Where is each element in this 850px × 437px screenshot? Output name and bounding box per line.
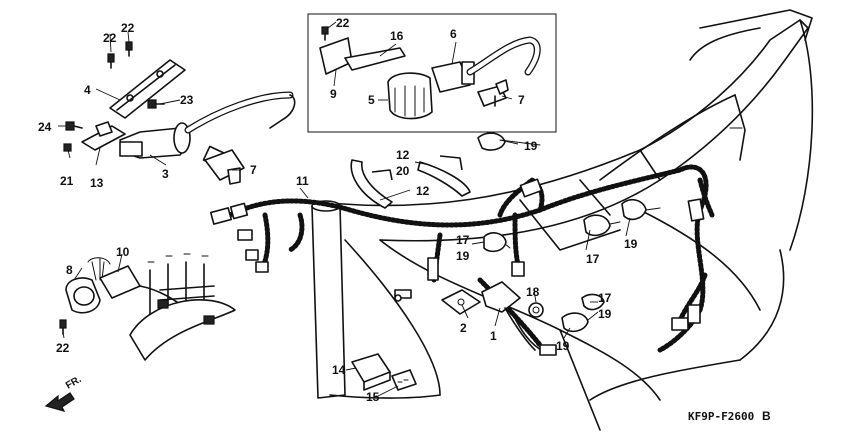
callout-6: 6 bbox=[450, 27, 457, 41]
callout-19: 19 bbox=[456, 249, 470, 263]
band-part-5 bbox=[387, 72, 433, 120]
front-direction-arrow: FR. bbox=[44, 374, 84, 412]
frame bbox=[299, 9, 814, 431]
callout-22: 22 bbox=[121, 21, 135, 35]
callout-16: 16 bbox=[390, 29, 404, 43]
callout-22: 22 bbox=[56, 341, 70, 355]
direction-label: FR. bbox=[64, 374, 84, 392]
cover-plate-part-2 bbox=[441, 289, 481, 315]
plug-cap-part-7 bbox=[204, 149, 245, 185]
callout-13: 13 bbox=[90, 176, 104, 190]
callout-2: 2 bbox=[460, 321, 467, 335]
callout-15: 15 bbox=[366, 390, 380, 404]
callout-19: 19 bbox=[524, 139, 538, 153]
callout-17: 17 bbox=[598, 291, 612, 305]
callout-4: 4 bbox=[84, 83, 91, 97]
callout-22: 22 bbox=[336, 16, 350, 30]
callout-1: 1 bbox=[490, 329, 497, 343]
callout-18: 18 bbox=[526, 285, 540, 299]
ignition-switch-part-8 bbox=[65, 257, 111, 314]
main-wire-harness bbox=[227, 164, 715, 353]
diagram-code-block: KF9P-F2600 B bbox=[688, 409, 771, 423]
plug-cap-part-7-inset bbox=[477, 79, 509, 107]
bolt-23 bbox=[147, 99, 165, 109]
ignition-coil-part-6 bbox=[431, 36, 541, 93]
callout-11: 11 bbox=[296, 174, 309, 188]
callout-20: 20 bbox=[396, 164, 410, 178]
bolt-22-inset bbox=[321, 26, 329, 41]
callout-7: 7 bbox=[250, 163, 257, 177]
callout-19: 19 bbox=[598, 307, 612, 321]
bolts bbox=[59, 26, 329, 335]
regulator-part-1 bbox=[481, 281, 557, 356]
callout-7: 7 bbox=[518, 93, 525, 107]
callout-19: 19 bbox=[624, 237, 638, 251]
bolt-24 bbox=[65, 121, 83, 131]
diagram-code: KF9P-F2600 bbox=[688, 410, 754, 423]
wire-bands bbox=[350, 155, 471, 209]
connector-part-15 bbox=[391, 369, 417, 391]
relay-part-14 bbox=[351, 353, 391, 391]
callout-8: 8 bbox=[66, 263, 73, 277]
callout-17: 17 bbox=[586, 252, 600, 266]
handlebar-clamp-area bbox=[129, 253, 236, 361]
harness-connectors bbox=[209, 178, 705, 331]
harness-clamps bbox=[477, 132, 661, 333]
revision-letter: B bbox=[762, 409, 771, 423]
callout-14: 14 bbox=[332, 363, 346, 377]
callout-10: 10 bbox=[116, 245, 130, 259]
callout-24: 24 bbox=[38, 120, 52, 134]
callout-19: 19 bbox=[556, 339, 570, 353]
bracket-part-13 bbox=[81, 121, 126, 151]
coil-bracket-part-4 bbox=[109, 59, 186, 119]
bolt-22-top bbox=[125, 41, 133, 57]
callout-12: 12 bbox=[396, 148, 410, 162]
inset-box bbox=[307, 13, 557, 133]
leader-lines bbox=[58, 21, 631, 397]
callout-numbers: 22 22 4 23 24 21 13 3 7 22 16 6 9 5 7 19… bbox=[38, 16, 638, 404]
bolt-22-top-left bbox=[107, 53, 115, 69]
callout-3: 3 bbox=[162, 167, 169, 181]
callout-5: 5 bbox=[368, 93, 375, 107]
bolt-22-lower bbox=[59, 319, 67, 335]
bolt-21 bbox=[63, 143, 72, 152]
callout-22: 22 bbox=[103, 31, 117, 45]
callout-9: 9 bbox=[330, 87, 337, 101]
plate-part-16 bbox=[344, 47, 406, 71]
callout-17: 17 bbox=[456, 233, 470, 247]
callout-23: 23 bbox=[180, 93, 194, 107]
callout-21: 21 bbox=[60, 174, 74, 188]
callout-12: 12 bbox=[416, 184, 430, 198]
grommet-part-18 bbox=[528, 302, 544, 318]
bracket-part-9 bbox=[319, 37, 353, 75]
